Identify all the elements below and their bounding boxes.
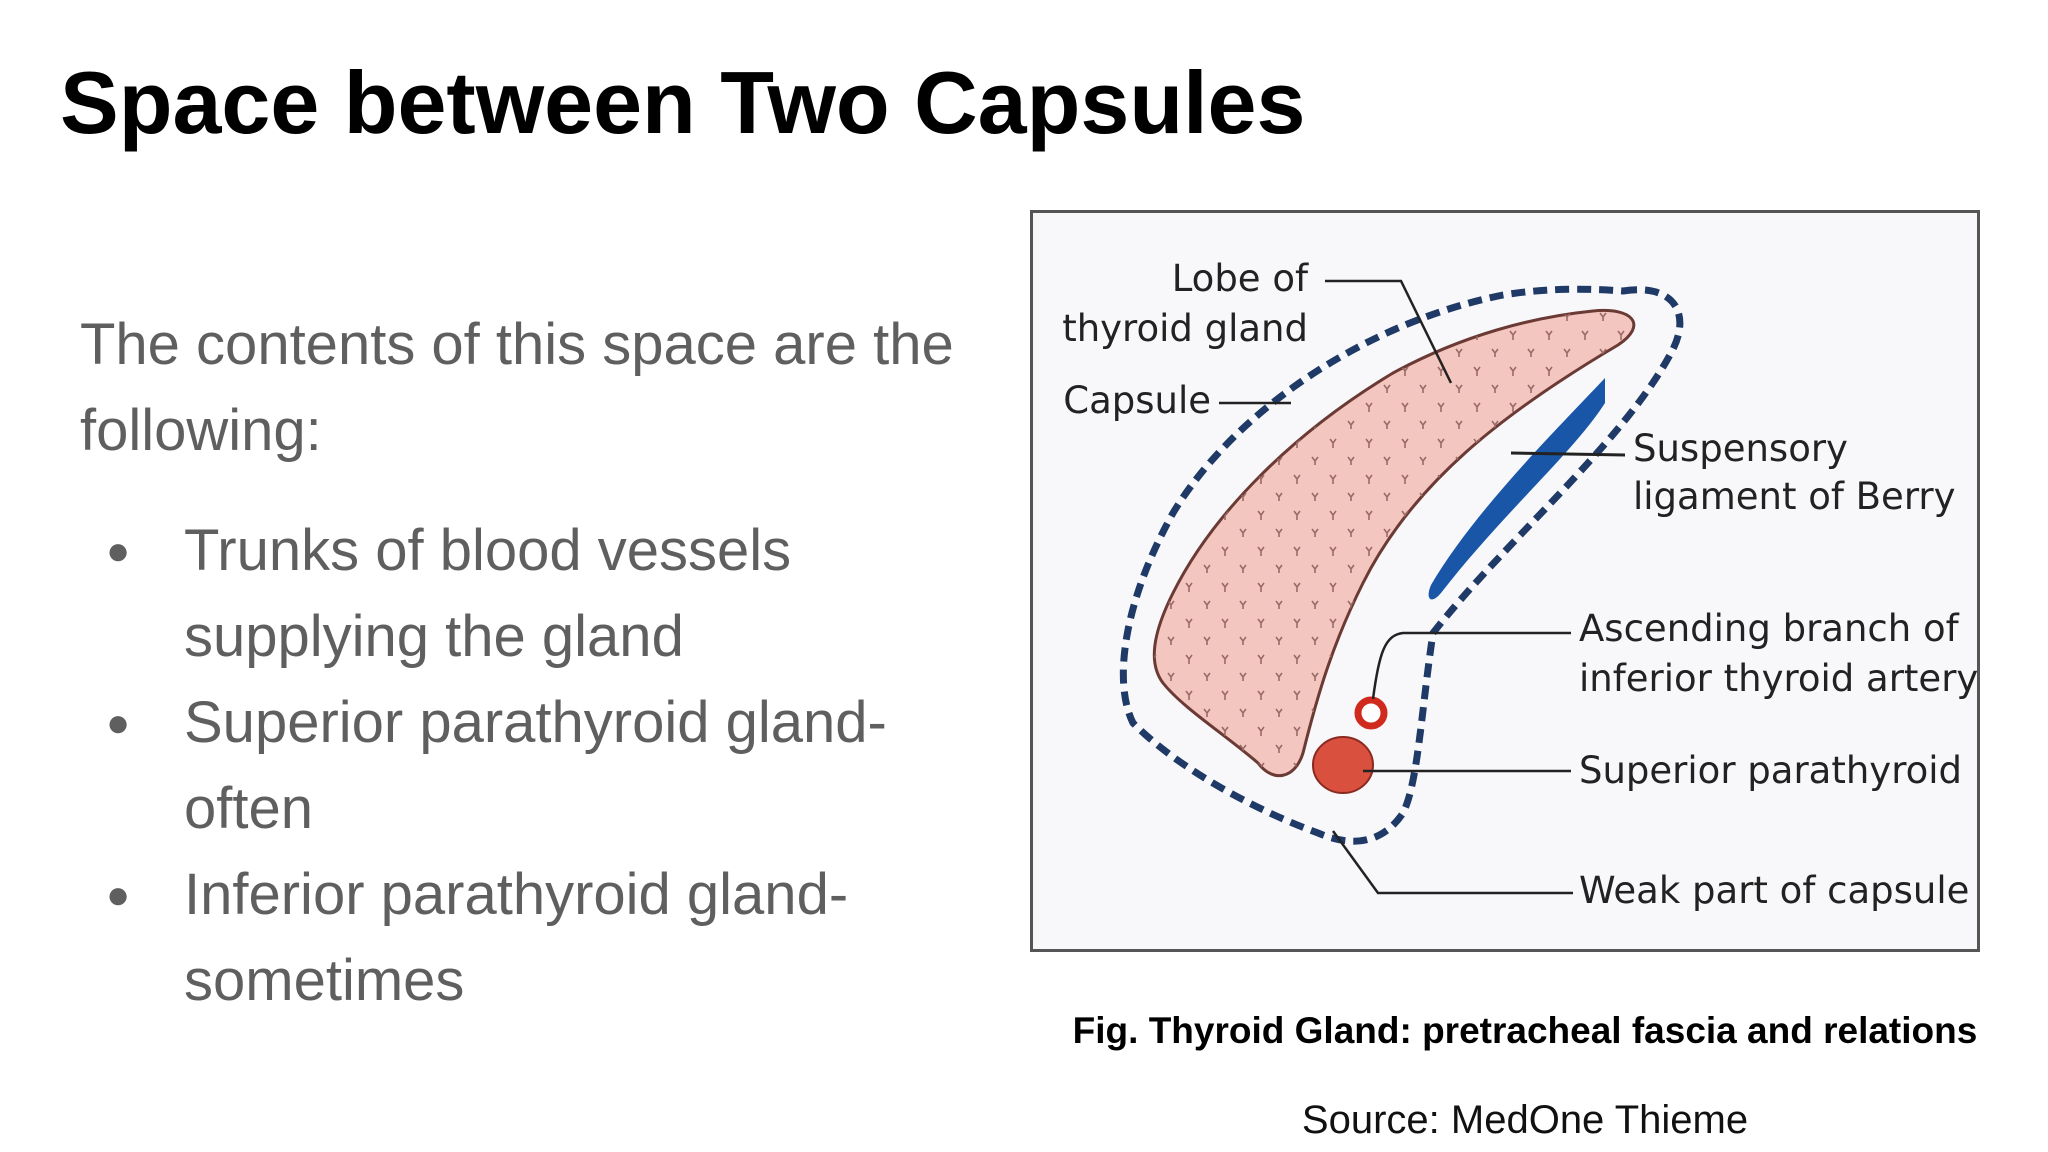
label-capsule: Capsule xyxy=(1063,379,1211,422)
label-parathyroid: Superior parathyroid xyxy=(1579,749,1962,792)
label-ligament-line1: Suspensory xyxy=(1633,427,1848,470)
bullet-icon: ● xyxy=(106,701,131,745)
figure-caption: Fig. Thyroid Gland: pretracheal fascia a… xyxy=(1072,1010,1978,1051)
thyroid-diagram: Lobe of thyroid gland Capsule Suspensory… xyxy=(1030,210,1980,952)
bullet-icon: ● xyxy=(106,873,131,917)
intro-text: The contents of this space are the follo… xyxy=(80,312,954,463)
label-artery-line1: Ascending branch of xyxy=(1579,607,1960,650)
list-item-text: Inferior parathyroid gland- sometimes xyxy=(184,862,849,1013)
weak-part-leader-line xyxy=(1331,830,1573,895)
label-lobe-line1: Lobe of xyxy=(1172,257,1309,300)
list-item-text: Trunks of blood vessels supplying the gl… xyxy=(184,518,792,669)
thyroid-lobe-texture xyxy=(1154,310,1634,776)
list-item: ● Superior parathyroid gland- often xyxy=(100,680,960,852)
capsule-outline xyxy=(1119,285,1684,845)
label-artery-line2: inferior thyroid artery xyxy=(1579,657,1978,700)
list-item-text: Superior parathyroid gland- often xyxy=(184,690,887,841)
lobe-leader-line xyxy=(1325,279,1453,384)
label-lobe-line2: thyroid gland xyxy=(1062,307,1308,350)
list-item: ● Trunks of blood vessels supplying the … xyxy=(100,508,960,680)
label-weak-part: Weak part of capsule xyxy=(1579,869,1969,912)
source-citation: Source: MedOne Thieme xyxy=(1301,1098,1749,1142)
artery-ring xyxy=(1354,696,1388,730)
list-item: ● Inferior parathyroid gland- sometimes xyxy=(100,852,960,1024)
label-ligament-line2: ligament of Berry xyxy=(1633,475,1956,518)
artery-leader-line xyxy=(1371,631,1571,700)
content-list: ● Trunks of blood vessels supplying the … xyxy=(100,508,960,1024)
parathyroid-shape xyxy=(1312,736,1374,794)
bullet-icon: ● xyxy=(106,529,131,573)
suspensory-ligament-shape xyxy=(1428,378,1605,600)
thyroid-diagram-svg: Lobe of thyroid gland Capsule Suspensory… xyxy=(1062,257,1978,912)
ligament-leader-line xyxy=(1510,451,1626,457)
slide-title: Space between Two Capsules xyxy=(60,53,1306,152)
